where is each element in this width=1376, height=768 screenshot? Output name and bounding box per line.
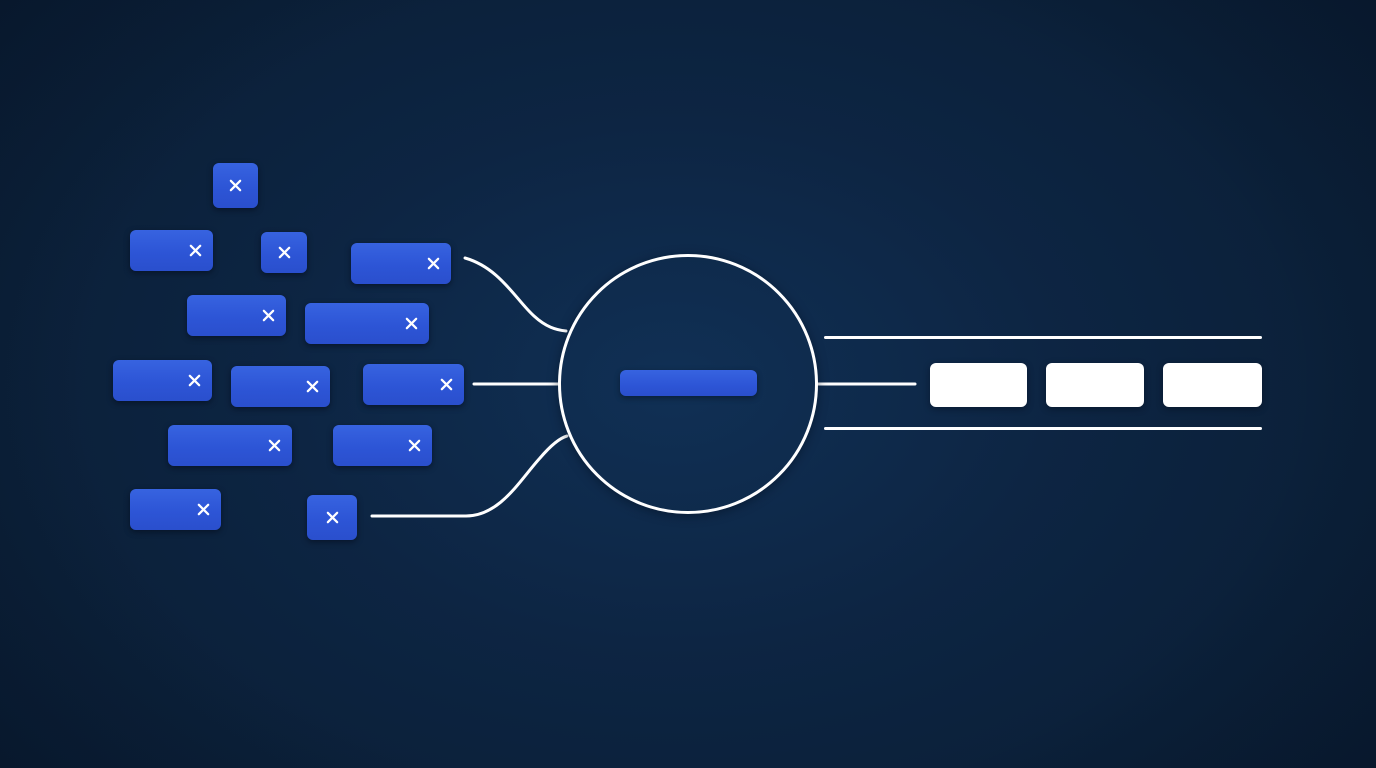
output-block[interactable] xyxy=(930,363,1027,407)
input-tag-chip[interactable] xyxy=(187,295,286,336)
output-block[interactable] xyxy=(1046,363,1144,407)
close-x-icon[interactable] xyxy=(195,501,212,518)
close-x-icon[interactable] xyxy=(276,244,293,261)
input-tag-chip[interactable] xyxy=(213,163,258,208)
input-tag-chip[interactable] xyxy=(113,360,212,401)
close-x-icon[interactable] xyxy=(304,378,321,395)
input-tag-chip[interactable] xyxy=(130,230,213,271)
input-tag-chip[interactable] xyxy=(261,232,307,273)
input-tag-chip[interactable] xyxy=(333,425,432,466)
close-x-icon[interactable] xyxy=(227,177,244,194)
input-tag-chip[interactable] xyxy=(307,495,357,540)
input-tag-chip[interactable] xyxy=(168,425,292,466)
rail-top xyxy=(824,336,1262,339)
rail-bottom xyxy=(824,427,1262,430)
close-x-icon[interactable] xyxy=(186,372,203,389)
close-x-icon[interactable] xyxy=(187,242,204,259)
minus-bar-icon xyxy=(620,370,757,396)
input-tag-chip[interactable] xyxy=(363,364,464,405)
output-block[interactable] xyxy=(1163,363,1262,407)
input-tag-chip[interactable] xyxy=(305,303,429,344)
close-x-icon[interactable] xyxy=(324,509,341,526)
close-x-icon[interactable] xyxy=(266,437,283,454)
input-tag-chip[interactable] xyxy=(130,489,221,530)
close-x-icon[interactable] xyxy=(425,255,442,272)
close-x-icon[interactable] xyxy=(406,437,423,454)
connector-top-in-path xyxy=(463,256,568,333)
input-tag-chip[interactable] xyxy=(351,243,451,284)
input-tag-chip[interactable] xyxy=(231,366,330,407)
close-x-icon[interactable] xyxy=(403,315,420,332)
close-x-icon[interactable] xyxy=(438,376,455,393)
close-x-icon[interactable] xyxy=(260,307,277,324)
